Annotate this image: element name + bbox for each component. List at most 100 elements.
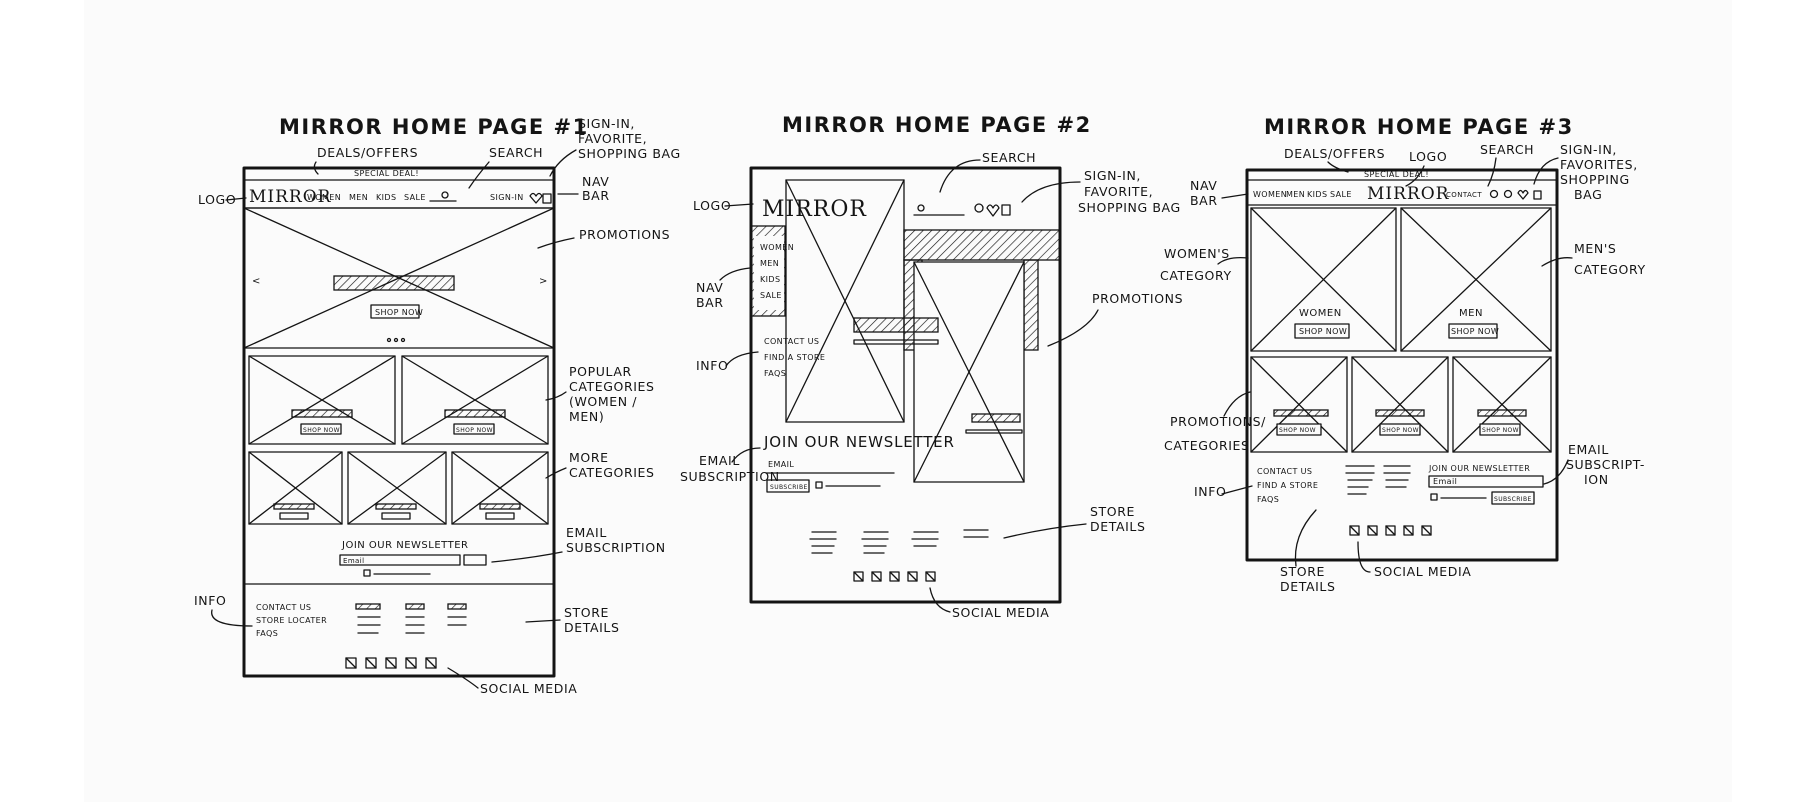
page3-search-icon: [1489, 189, 1499, 199]
page1-ann-promotions: PROMOTIONS: [579, 227, 670, 242]
page3-ann-promo-2: CATEGORIES: [1164, 438, 1250, 453]
page2-ann-logo: LOGO: [693, 198, 731, 213]
page1-ann-more-2: CATEGORIES: [569, 465, 655, 480]
page3-bag-icon: [1533, 190, 1542, 200]
page2-ann-promotions: PROMOTIONS: [1092, 291, 1183, 306]
page3-nav-kids: KIDS: [1307, 190, 1327, 199]
page3-user-icon: [1503, 189, 1513, 199]
page2-bag-icon: [1001, 204, 1011, 216]
page1-title: MIRROR HOME PAGE #1: [279, 115, 589, 139]
page1-ann-popular-2: CATEGORIES: [569, 379, 655, 394]
svg-text:MEN: MEN: [1459, 308, 1483, 319]
page1-ann-email-1: EMAIL: [566, 525, 607, 540]
page3-ann-deals: DEALS/OFFERS: [1284, 146, 1385, 161]
page1-social-icons: [345, 657, 437, 669]
wireframe-page-1: MIRROR HOME PAGE #1 SPECIAL DEAL! MIRROR…: [194, 115, 680, 696]
svg-text:SHOP NOW: SHOP NOW: [1382, 427, 1419, 434]
page3-ann-signin-2: FAVORITES,: [1560, 157, 1638, 172]
page2-ann-search: SEARCH: [982, 150, 1036, 165]
page3-info-faqs: FAQS: [1257, 495, 1279, 504]
page3-contact: CONTACT: [1446, 191, 1482, 199]
page3-heart-icon: [1517, 189, 1529, 200]
page3-ann-womens-1: WOMEN'S: [1164, 246, 1230, 261]
page1-ann-signin-2: FAVORITE,: [578, 131, 647, 146]
page2-info-contact: CONTACT US: [764, 337, 819, 346]
svg-text:SHOP NOW: SHOP NOW: [456, 427, 493, 434]
page1-newsletter-title: JOIN OUR NEWSLETTER: [341, 540, 468, 551]
svg-text:Email: Email: [343, 557, 364, 565]
page3-ann-nav-2: BAR: [1190, 193, 1218, 208]
page3-ann-store-2: DETAILS: [1280, 579, 1336, 594]
svg-text:SHOP NOW: SHOP NOW: [1299, 327, 1347, 336]
page1-heart-icon: [529, 192, 543, 204]
page2-store-details: [809, 529, 989, 554]
page3-ann-signin-1: SIGN-IN,: [1560, 142, 1617, 157]
page2-newsletter-title: JOIN OUR NEWSLETTER: [763, 433, 955, 451]
page3-ann-mens-2: CATEGORY: [1574, 262, 1646, 277]
page1-ann-search: SEARCH: [489, 145, 543, 160]
page2-info-store: FIND A STORE: [764, 353, 825, 362]
page2-heart-icon: [986, 204, 1000, 217]
page2-search-icon: [917, 204, 925, 212]
page1-subscribe-button: [463, 554, 487, 566]
page3-info-contact: CONTACT US: [1257, 467, 1312, 476]
page2-ann-email-1: EMAIL: [699, 453, 740, 468]
page1-more-categories: [248, 451, 549, 525]
page3-ann-nav-1: NAV: [1190, 178, 1217, 193]
page2-logo: MIRROR: [762, 197, 867, 222]
page1-nav-women: WOMEN: [307, 193, 341, 202]
page1-ann-logo: LOGO: [198, 192, 236, 207]
page1-info-store: STORE LOCATER: [256, 616, 327, 625]
page2-ann-signin-1: SIGN-IN,: [1084, 168, 1141, 183]
page3-ann-email-1: EMAIL: [1568, 442, 1609, 457]
page1-nav-kids: KIDS: [376, 193, 396, 202]
page3-social-icons: [1349, 525, 1432, 536]
page1-sign-in: SIGN-IN: [490, 193, 524, 202]
page3-frame: [1245, 168, 1559, 562]
page3-ann-store-1: STORE: [1280, 564, 1325, 579]
page3-nav-sale: SALE: [1330, 190, 1352, 199]
page2-ann-nav-1: NAV: [696, 280, 723, 295]
page2-nav-kids: KIDS: [760, 275, 780, 284]
page1-ann-store-1: STORE: [564, 605, 609, 620]
page2-ann-store-2: DETAILS: [1090, 519, 1146, 534]
page3-ann-search: SEARCH: [1480, 142, 1534, 157]
page3-ann-promo-1: PROMOTIONS/: [1170, 414, 1266, 429]
page2-social-icons: [853, 571, 936, 582]
page1-ann-info: INFO: [194, 593, 226, 608]
page3-info-store: FIND A STORE: [1257, 481, 1318, 490]
page1-info-faqs: FAQS: [256, 629, 278, 638]
page2-email-label: EMAIL: [768, 460, 794, 469]
page1-deal-banner: SPECIAL DEAL!: [354, 169, 419, 178]
svg-text:SHOP NOW: SHOP NOW: [1451, 327, 1499, 336]
page3-subscribe-button: [1491, 491, 1535, 505]
page3-email-input: [1428, 475, 1544, 488]
page1-next-arrow: >: [539, 276, 548, 287]
page1-info-contact: CONTACT US: [256, 603, 311, 612]
page3-ann-logo: LOGO: [1409, 149, 1447, 164]
page1-frame: [242, 166, 556, 678]
page3-title: MIRROR HOME PAGE #3: [1264, 115, 1574, 139]
page1-hero-shop-now: SHOP NOW: [375, 308, 423, 317]
page3-logo: MIRROR: [1367, 184, 1450, 204]
page3-ann-email-2: SUBSCRIPT-: [1566, 457, 1645, 472]
page3-ann-email-3: ION: [1584, 472, 1609, 487]
page1-ann-email-2: SUBSCRIPTION: [566, 540, 666, 555]
page3-ann-mens-1: MEN'S: [1574, 241, 1616, 256]
page1-nav-sale: SALE: [404, 193, 426, 202]
page3-deal-banner: SPECIAL DEAL!: [1364, 170, 1429, 179]
svg-text:SHOP NOW: SHOP NOW: [1279, 427, 1316, 434]
page2-nav-women: WOMEN: [760, 243, 794, 252]
page1-prev-arrow: <: [252, 276, 261, 287]
page1-ann-social: SOCIAL MEDIA: [480, 681, 577, 696]
page2-ann-email-2: SUBSCRIPTION: [680, 469, 780, 484]
page2-ann-social: SOCIAL MEDIA: [952, 605, 1049, 620]
page1-ann-nav-1: NAV: [582, 174, 609, 189]
page1-hero-headline: [333, 275, 455, 291]
page2-user-icon: [974, 203, 984, 213]
svg-text:SUBSCRIBE: SUBSCRIBE: [1494, 496, 1532, 503]
page2-ann-store-1: STORE: [1090, 504, 1135, 519]
page1-ann-popular-3: (WOMEN /: [569, 394, 637, 409]
page1-popular-categories: SHOP NOW SHOP NOW: [248, 355, 549, 445]
page2-promo-band: [903, 229, 1061, 261]
